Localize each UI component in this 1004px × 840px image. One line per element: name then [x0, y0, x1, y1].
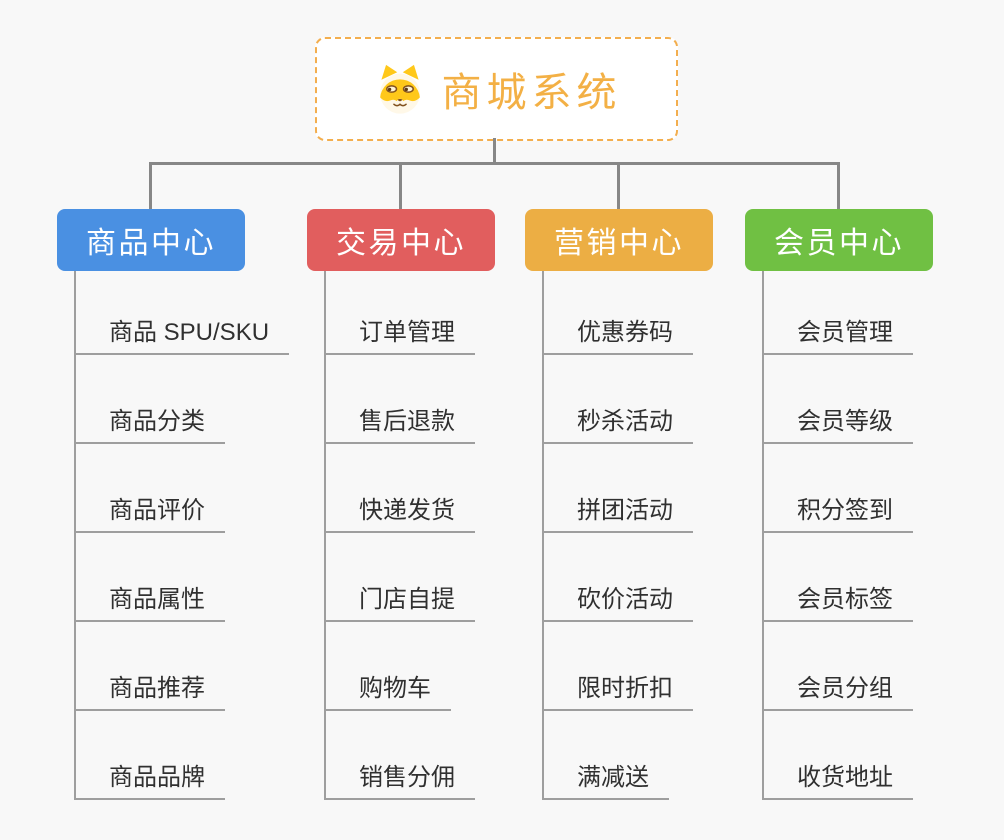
- child-item[interactable]: 商品推荐: [76, 622, 225, 711]
- child-item[interactable]: 商品属性: [76, 533, 225, 622]
- child-label: 快递发货: [359, 497, 455, 524]
- child-label: 会员等级: [797, 408, 893, 435]
- branch-header[interactable]: 交易中心: [307, 209, 495, 271]
- child-item[interactable]: 砍价活动: [544, 533, 693, 622]
- child-label: 订单管理: [359, 319, 455, 346]
- child-item[interactable]: 满减送: [544, 711, 669, 800]
- branch-header[interactable]: 商品中心: [57, 209, 245, 271]
- branch-header[interactable]: 营销中心: [525, 209, 713, 271]
- branch-1: 商品中心 商品 SPU/SKU 商品分类 商品评价 商品属性 商品推荐 商品品牌: [57, 209, 290, 800]
- branch-children: 优惠券码 秒杀活动 拼团活动 砍价活动 限时折扣 满减送: [542, 271, 693, 800]
- connector-drop-4: [837, 162, 840, 210]
- child-label: 限时折扣: [577, 675, 673, 702]
- child-item[interactable]: 商品品牌: [76, 711, 225, 800]
- child-label: 拼团活动: [577, 497, 673, 524]
- child-label: 收货地址: [797, 764, 893, 791]
- branch-2: 交易中心 订单管理 售后退款 快递发货 门店自提 购物车 销售分佣: [307, 209, 495, 800]
- child-label: 商品推荐: [109, 675, 205, 702]
- child-label: 商品品牌: [109, 764, 205, 791]
- child-item[interactable]: 会员等级: [764, 355, 913, 444]
- branch-children: 会员管理 会员等级 积分签到 会员标签 会员分组 收货地址: [762, 271, 913, 800]
- child-label: 会员分组: [797, 675, 893, 702]
- child-label: 商品分类: [109, 408, 205, 435]
- child-label: 购物车: [359, 675, 431, 702]
- child-label: 售后退款: [359, 408, 455, 435]
- connector-drop-2: [399, 162, 402, 210]
- branch-children: 订单管理 售后退款 快递发货 门店自提 购物车 销售分佣: [324, 271, 475, 800]
- connector-drop-1: [149, 162, 152, 210]
- branch-4: 会员中心 会员管理 会员等级 积分签到 会员标签 会员分组 收货地址: [745, 209, 933, 800]
- child-item[interactable]: 积分签到: [764, 444, 913, 533]
- root-title: 商城系统: [441, 71, 622, 115]
- child-item[interactable]: 收货地址: [764, 711, 913, 800]
- connector-rail: [149, 162, 840, 165]
- child-item[interactable]: 售后退款: [326, 355, 475, 444]
- child-label: 商品评价: [109, 497, 205, 524]
- child-item[interactable]: 拼团活动: [544, 444, 693, 533]
- branch-3: 营销中心 优惠券码 秒杀活动 拼团活动 砍价活动 限时折扣 满减送: [525, 209, 713, 800]
- child-item[interactable]: 商品 SPU/SKU: [76, 271, 290, 355]
- child-label: 会员管理: [797, 319, 893, 346]
- branch-label: 营销中心: [554, 227, 684, 260]
- child-item[interactable]: 秒杀活动: [544, 355, 693, 444]
- child-item[interactable]: 订单管理: [326, 271, 475, 355]
- child-item[interactable]: 会员分组: [764, 622, 913, 711]
- branch-label: 商品中心: [86, 227, 216, 260]
- child-item[interactable]: 销售分佣: [326, 711, 475, 800]
- child-label: 销售分佣: [359, 764, 455, 791]
- branch-header[interactable]: 会员中心: [745, 209, 933, 271]
- connector-drop-3: [617, 162, 620, 210]
- child-label: 优惠券码: [577, 319, 673, 346]
- child-label: 秒杀活动: [577, 408, 673, 435]
- child-item[interactable]: 快递发货: [326, 444, 475, 533]
- child-label: 门店自提: [359, 586, 455, 613]
- child-item[interactable]: 会员标签: [764, 533, 913, 622]
- child-label: 砍价活动: [577, 586, 673, 613]
- branch-label: 交易中心: [336, 227, 466, 260]
- child-label: 积分签到: [797, 497, 893, 524]
- child-item[interactable]: 商品分类: [76, 355, 225, 444]
- child-item[interactable]: 门店自提: [326, 533, 475, 622]
- root-node[interactable]: 商城系统: [315, 37, 678, 141]
- branch-label: 会员中心: [774, 227, 904, 260]
- child-item[interactable]: 商品评价: [76, 444, 225, 533]
- connector-root-drop: [493, 138, 496, 165]
- child-item[interactable]: 会员管理: [764, 271, 913, 355]
- child-item[interactable]: 限时折扣: [544, 622, 693, 711]
- child-label: 满减送: [577, 764, 649, 791]
- child-item[interactable]: 优惠券码: [544, 271, 693, 355]
- child-item[interactable]: 购物车: [326, 622, 451, 711]
- shiba-dog-icon: [379, 64, 420, 114]
- branch-children: 商品 SPU/SKU 商品分类 商品评价 商品属性 商品推荐 商品品牌: [74, 271, 290, 800]
- child-label: 商品属性: [109, 586, 205, 613]
- child-label: 商品 SPU/SKU: [109, 319, 270, 346]
- child-label: 会员标签: [797, 586, 893, 613]
